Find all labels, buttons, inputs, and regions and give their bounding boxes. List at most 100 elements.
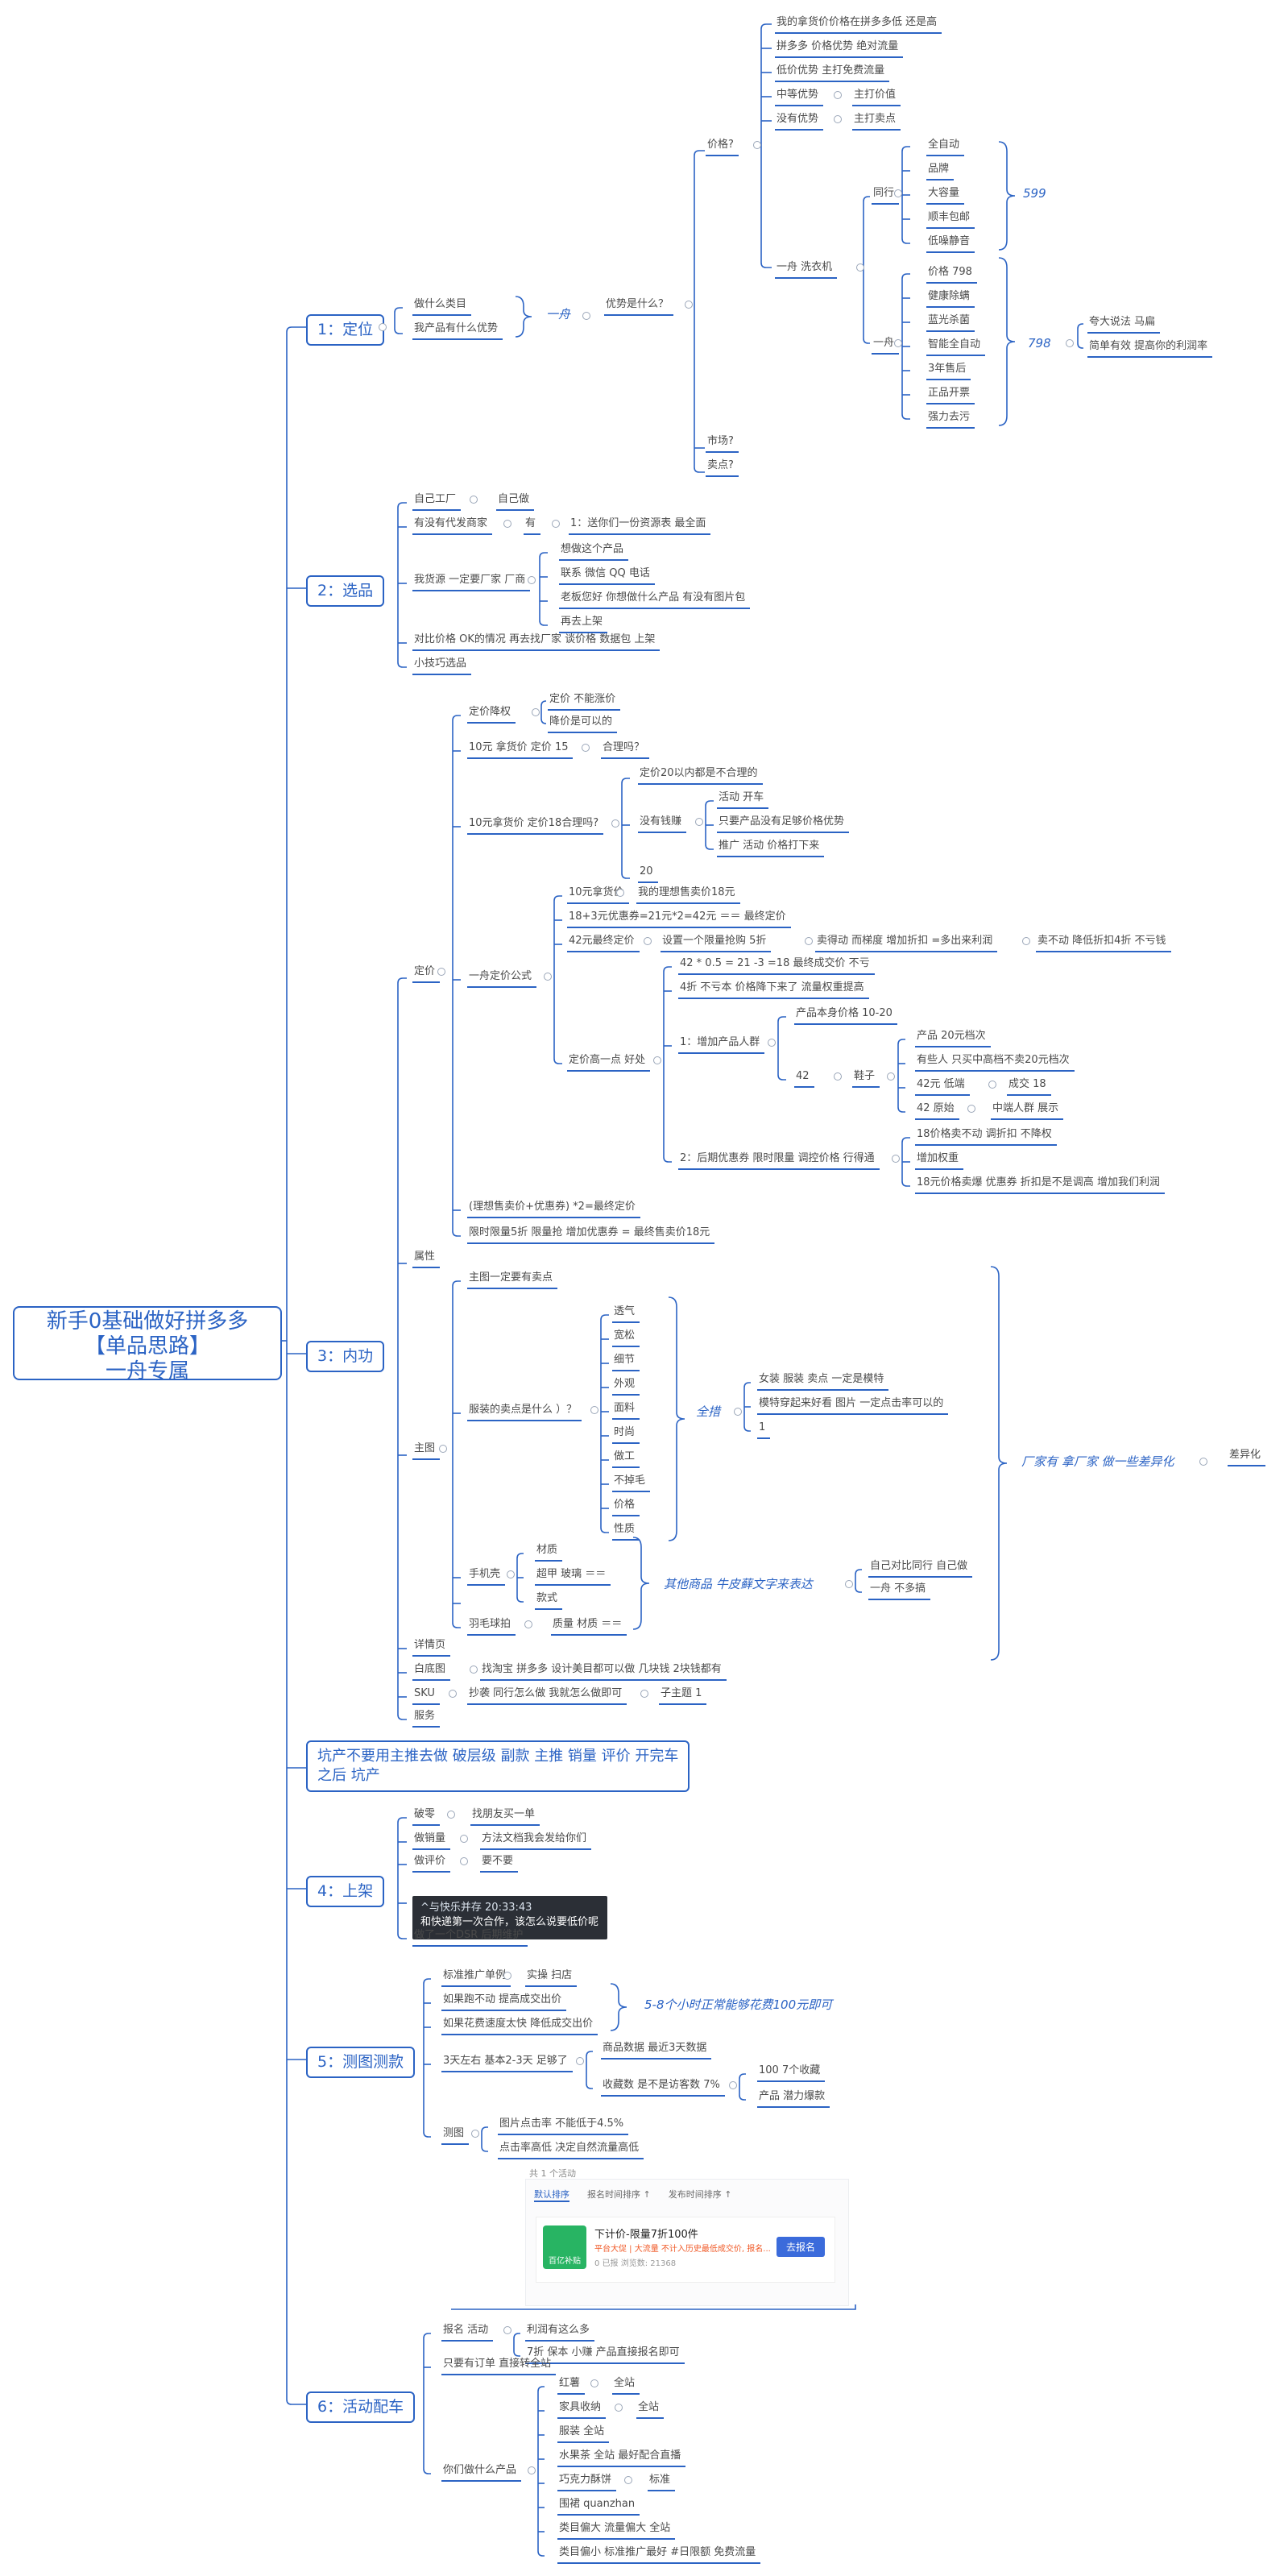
collapse-toggle-icon[interactable] bbox=[695, 818, 703, 826]
collapse-toggle-icon[interactable] bbox=[460, 1857, 468, 1865]
collapse-toggle-icon[interactable] bbox=[768, 1039, 776, 1047]
collapse-toggle-icon[interactable] bbox=[644, 937, 652, 945]
collapse-toggle-icon[interactable] bbox=[582, 744, 590, 752]
s2-f3: 我货源 一定要厂家 厂商 bbox=[412, 574, 531, 591]
collapse-toggle-icon[interactable] bbox=[615, 2404, 623, 2412]
collapse-toggle-icon[interactable] bbox=[1199, 1458, 1207, 1466]
collapse-toggle-icon[interactable] bbox=[887, 1072, 895, 1081]
collapse-toggle-icon[interactable] bbox=[471, 2130, 479, 2138]
s1-p4: 中等优势 bbox=[775, 89, 824, 106]
collapse-toggle-icon[interactable] bbox=[894, 189, 902, 197]
collapse-toggle-icon[interactable] bbox=[544, 973, 552, 981]
collapse-toggle-icon[interactable] bbox=[470, 1665, 478, 1674]
section-positioning[interactable]: 1：定位 bbox=[306, 314, 385, 346]
section-selection[interactable]: 2：选品 bbox=[306, 575, 385, 607]
collapse-toggle-icon[interactable] bbox=[856, 263, 864, 272]
collapse-toggle-icon[interactable] bbox=[379, 323, 387, 331]
collapse-toggle-icon[interactable] bbox=[524, 1620, 532, 1628]
collapse-toggle-icon[interactable] bbox=[528, 576, 536, 584]
connector bbox=[739, 2073, 746, 2080]
collapse-toggle-icon[interactable] bbox=[503, 2326, 511, 2334]
collapse-toggle-icon[interactable] bbox=[616, 889, 624, 897]
collapse-toggle-icon[interactable] bbox=[834, 1072, 842, 1081]
s3-pr3a: 定价20以内都是不合理的 bbox=[638, 767, 763, 785]
section-pit-output-line: 坑产不要用主推去做 破层级 副款 主推 销量 评价 开完车 bbox=[317, 1748, 679, 1765]
collapse-toggle-icon[interactable] bbox=[437, 968, 445, 976]
s3-pr3e: 推广 活动 价格打下来 bbox=[717, 840, 825, 857]
s3-other: 其他商品 牛皮藓文字来表达 bbox=[664, 1577, 813, 1591]
collapse-toggle-icon[interactable] bbox=[894, 339, 902, 347]
s4-bb: 方法文档我会发给你们 bbox=[480, 1832, 592, 1850]
s3-pr4d4a: 18价格卖不动 调折扣 不降权 bbox=[915, 1128, 1057, 1146]
collapse-toggle-icon[interactable] bbox=[653, 1056, 661, 1064]
s1-yizhou-item: 正品开票 bbox=[926, 387, 975, 404]
root-topic[interactable]: 新手0基础做好拼多多【单品思路】一舟专属 bbox=[13, 1306, 282, 1383]
connector bbox=[777, 1016, 786, 1023]
sort-tab[interactable]: 报名时间排序 ↑ bbox=[587, 2189, 651, 2200]
s2-f3a: 想做这个产品 bbox=[559, 543, 629, 561]
collapse-toggle-icon[interactable] bbox=[734, 1408, 742, 1416]
collapse-toggle-icon[interactable] bbox=[532, 708, 540, 716]
section-test[interactable]: 5：测图测款 bbox=[306, 2047, 416, 2078]
connector bbox=[394, 328, 403, 334]
collapse-toggle-icon[interactable] bbox=[576, 2057, 584, 2065]
s3-sku-c: 子主题 1 bbox=[659, 1687, 707, 1705]
collapse-toggle-icon[interactable] bbox=[582, 312, 590, 320]
collapse-toggle-icon[interactable] bbox=[834, 91, 842, 99]
s3-pr4d: 定价高一点 好处 bbox=[567, 1054, 651, 1072]
s5-b: 如果跑不动 提高成交出价 bbox=[441, 1993, 567, 2011]
collapse-toggle-icon[interactable] bbox=[590, 1406, 598, 1414]
root-topic-line: 一舟专属 bbox=[105, 1359, 189, 1383]
collapse-toggle-icon[interactable] bbox=[834, 115, 842, 123]
s3-all1: 女装 服装 卖点 一定是模特 bbox=[757, 1373, 889, 1391]
collapse-toggle-icon[interactable] bbox=[1066, 339, 1074, 347]
collapse-toggle-icon[interactable] bbox=[988, 1081, 996, 1089]
section-activity[interactable]: 6：活动配车 bbox=[306, 2391, 416, 2423]
collapse-toggle-icon[interactable] bbox=[460, 1835, 468, 1843]
s1-e2: 简单有效 提高你的利润率 bbox=[1087, 340, 1213, 358]
collapse-toggle-icon[interactable] bbox=[528, 2466, 536, 2474]
s3-main-image: 主图 bbox=[412, 1442, 441, 1460]
section-listing[interactable]: 4：上架 bbox=[306, 1876, 385, 1907]
s3-mi2-item: 不掉毛 bbox=[612, 1475, 651, 1492]
collapse-toggle-icon[interactable] bbox=[503, 1972, 511, 1980]
collapse-toggle-icon[interactable] bbox=[447, 1811, 455, 1819]
s3-pr4: 一舟定价公式 bbox=[467, 970, 537, 988]
collapse-toggle-icon[interactable] bbox=[805, 937, 813, 945]
collapse-toggle-icon[interactable] bbox=[845, 1580, 853, 1588]
section-internal[interactable]: 3：内功 bbox=[306, 1341, 385, 1372]
collapse-toggle-icon[interactable] bbox=[507, 1570, 515, 1578]
connector bbox=[537, 2386, 545, 2392]
s3-pr2b: 合理吗？ bbox=[601, 741, 650, 759]
sort-tab[interactable]: 发布时间排序 ↑ bbox=[668, 2189, 732, 2200]
collapse-toggle-icon[interactable] bbox=[590, 2379, 598, 2387]
s3-pr4d3c4b: 中端人群 展示 bbox=[991, 1102, 1064, 1120]
collapse-toggle-icon[interactable] bbox=[1022, 937, 1030, 945]
collapse-toggle-icon[interactable] bbox=[503, 520, 511, 528]
s3-mi4b: 质量 材质 ＝＝ bbox=[551, 1618, 627, 1636]
s1-yizhou-item: 健康除螨 bbox=[926, 290, 975, 308]
connector bbox=[855, 1569, 862, 1575]
s2-f1b: 自己做 bbox=[496, 493, 535, 511]
connector bbox=[516, 1596, 524, 1603]
collapse-toggle-icon[interactable] bbox=[624, 2476, 632, 2484]
collapse-toggle-icon[interactable] bbox=[449, 1690, 457, 1698]
s6-a2: 7折 保本 小赚 产品直接报名即可 bbox=[525, 2346, 685, 2364]
sort-tab[interactable]: 默认排序 bbox=[534, 2188, 569, 2202]
collapse-toggle-icon[interactable] bbox=[753, 141, 761, 149]
signup-button[interactable]: 去报名 bbox=[776, 2237, 825, 2257]
collapse-toggle-icon[interactable] bbox=[439, 1445, 447, 1453]
s1-p3: 低价优势 主打免费流量 bbox=[775, 64, 890, 82]
collapse-toggle-icon[interactable] bbox=[685, 301, 693, 309]
collapse-toggle-icon[interactable] bbox=[729, 2081, 737, 2089]
collapse-toggle-icon[interactable] bbox=[640, 1690, 648, 1698]
collapse-toggle-icon[interactable] bbox=[611, 819, 619, 828]
section-pit-output[interactable]: 坑产不要用主推去做 破层级 副款 主推 销量 评价 开完车之后 坑产 bbox=[306, 1740, 690, 1792]
collapse-toggle-icon[interactable] bbox=[552, 520, 560, 528]
collapse-toggle-icon[interactable] bbox=[892, 1155, 900, 1163]
collapse-toggle-icon[interactable] bbox=[967, 1105, 975, 1113]
s2-f2: 有没有代发商家 bbox=[412, 517, 493, 535]
collapse-toggle-icon[interactable] bbox=[470, 496, 478, 504]
s3-pr2: 10元 拿货价 定价 15 bbox=[467, 741, 574, 759]
section-pit-output-line: 之后 坑产 bbox=[317, 1767, 380, 1784]
